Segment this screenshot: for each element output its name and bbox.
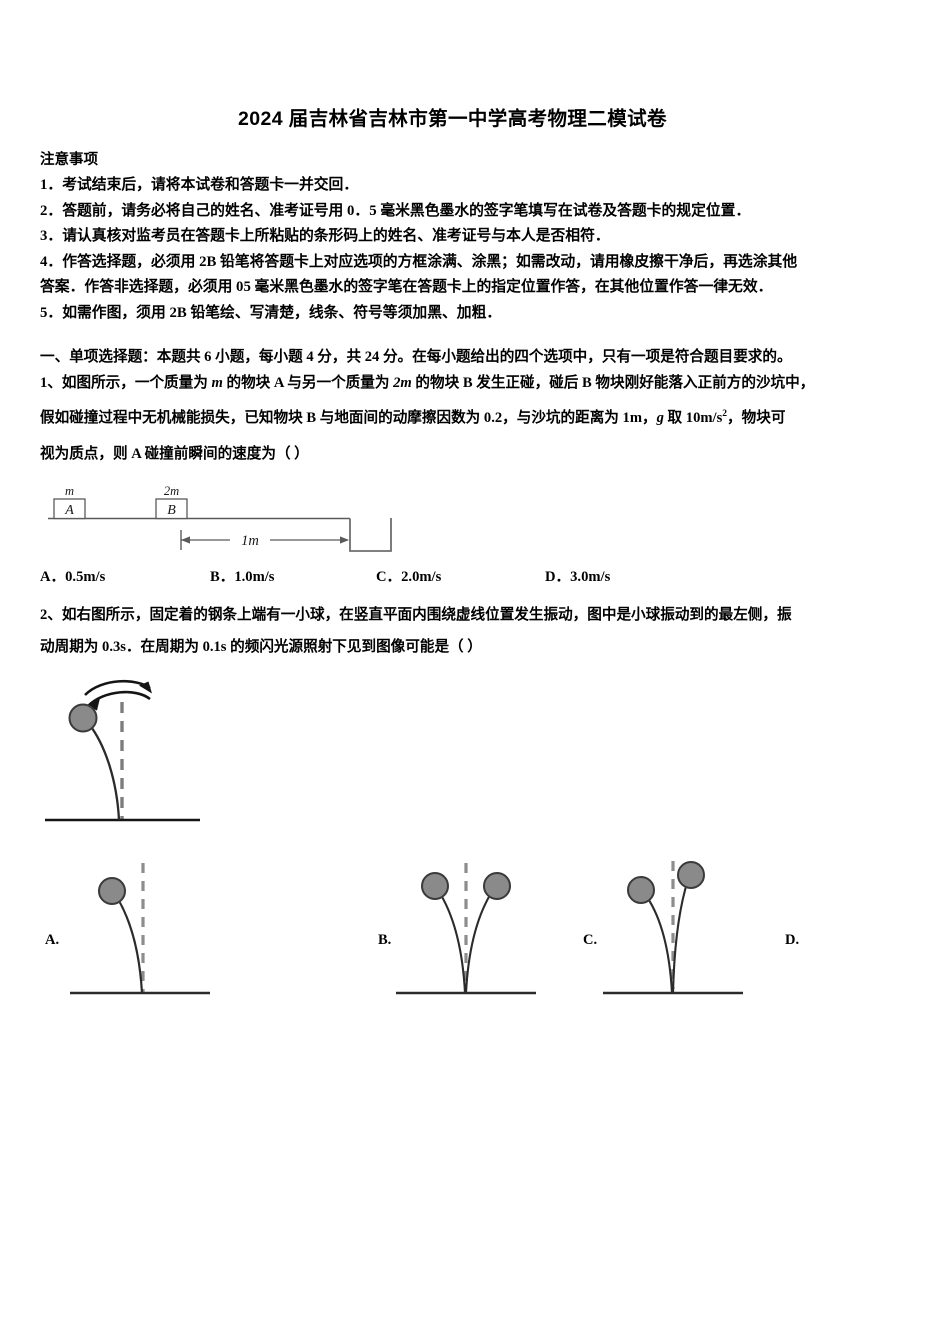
q1-option-b[interactable]: B．1.0m/s (210, 569, 275, 585)
q1-l2-part-c: ，物块可 (727, 409, 786, 426)
q1-option-d[interactable]: D．3.0m/s (545, 569, 611, 585)
page-title: 2024 届吉林省吉林市第一中学高考物理二模试卷 (238, 108, 667, 130)
option-d-diagram (785, 855, 905, 1015)
q2-option-b-label[interactable]: B. (378, 932, 392, 948)
q1-l1-part-a: 1、如图所示，一个质量为 (40, 375, 212, 391)
option-a-rod (117, 898, 144, 994)
q1-l2-exponent: 2 (722, 409, 728, 419)
oscillation-arrow-right (139, 681, 152, 694)
option-b-ball-left (421, 872, 449, 900)
section-heading: 一、单项选择题：本题共 6 小题，每小题 4 分，共 24 分。在每小题给出的四… (40, 349, 792, 365)
option-c-ball-right (677, 861, 705, 889)
notices-heading: 注意事项 (40, 152, 98, 168)
question-1-text: 1、如图所示，一个质量为 m 的物块 A 与另一个质量为 2m 的物块 B 发生… (40, 370, 930, 472)
question-1-line-3: 视为质点，则 A 碰撞前瞬间的速度为（ ） (40, 445, 309, 462)
distance-label: 1m (241, 533, 259, 549)
question-2-line-1: 2、如右图所示，固定着的钢条上端有一小球，在竖直平面内围绕虚线位置发生振动，图中… (40, 607, 792, 623)
dimension-arrow-left (181, 536, 190, 544)
q1-l2-part-a: 假如碰撞过程中无机械能损失，已知物块 B 与地面间的动摩擦因数为 0.2，与沙坑… (40, 409, 657, 426)
blocks-and-pit-diagram: A m B 2m 1m (48, 484, 392, 552)
q2-option-d-figure[interactable] (785, 855, 905, 1020)
notice-item-5: 5．如需作图，须用 2B 铅笔绘、写清楚，线条、符号等须加黑、加粗． (40, 304, 502, 321)
option-b-rod-left (440, 894, 467, 994)
question-1-options: A．0.5m/s B．1.0m/s C．2.0m/s D．3.0m/s (40, 565, 740, 587)
question-1-line-2: 假如碰撞过程中无机械能损失，已知物块 B 与地面间的动摩擦因数为 0.2，与沙坑… (40, 396, 930, 436)
question-2-text: 2、如右图所示，固定着的钢条上端有一小球，在竖直平面内围绕虚线位置发生振动，图中… (40, 602, 935, 666)
q2-option-b-figure[interactable] (378, 855, 553, 1020)
vibrating-rod-diagram (45, 679, 200, 822)
sand-pit-outline (349, 518, 392, 552)
block-b-mass-label: 2m (164, 484, 179, 498)
q1-gravity-symbol: g (656, 409, 664, 426)
option-b-rod-right (464, 894, 491, 994)
notice-item-4-cont: 答案．作答非选择题，必须用 05 毫米黑色墨水的签字笔在答题卡上的指定位置作答，… (40, 279, 773, 295)
block-a-mass-label: m (65, 484, 74, 498)
oscillation-arc-lower (87, 690, 151, 707)
option-a-ball (98, 877, 126, 905)
q1-option-c[interactable]: C．2.0m/s (376, 569, 442, 585)
question-2-line-2: 动周期为 0.3s．在周期为 0.1s 的频闪光源照射下见到图像可能是（ ） (40, 639, 482, 655)
notice-item-1: 1．考试结束后，请将本试卷和答题卡一并交回． (40, 177, 359, 193)
q2-option-c-figure[interactable] (583, 855, 758, 1020)
steel-rod (88, 723, 121, 821)
block-a-box (53, 498, 86, 520)
question-1-line-1: 1、如图所示，一个质量为 m 的物块 A 与另一个质量为 2m 的物块 B 发生… (40, 370, 930, 396)
option-c-rod-left (646, 896, 674, 994)
dimension-arrow-right (340, 536, 349, 544)
q2-option-c-label[interactable]: C. (583, 932, 598, 948)
option-b-ball-right (483, 872, 511, 900)
block-b-label: B (167, 503, 176, 518)
question-2-main-figure (40, 662, 250, 847)
q2-option-d-label[interactable]: D. (785, 932, 800, 948)
question-2-option-figures: A. B. C. (0, 855, 950, 1035)
option-c-rod-right (671, 882, 689, 994)
q2-option-a-label[interactable]: A. (45, 932, 60, 948)
notice-item-4: 4．作答选择题，必须用 2B 铅笔将答题卡上对应选项的方框涂满、涂黑；如需改动，… (40, 253, 798, 270)
q1-l1-part-b: 的物块 A 与另一个质量为 (222, 375, 394, 391)
ball (68, 703, 98, 733)
q1-l1-part-c: 的物块 B 发生正碰，碰后 B 物块刚好能落入正前方的沙坑中， (411, 375, 815, 391)
notices-section: 注意事项 1．考试结束后，请将本试卷和答题卡一并交回． 2．答题前，请务必将自己… (40, 148, 920, 326)
block-b-box (155, 498, 188, 520)
q1-option-a[interactable]: A．0.5m/s (40, 569, 106, 585)
option-b-diagram (396, 863, 536, 995)
notice-item-2: 2．答题前，请务必将自己的姓名、准考证号用 0．5 毫米黑色墨水的签字笔填写在试… (40, 202, 751, 219)
q2-option-a-figure[interactable] (45, 855, 220, 1020)
notice-item-3: 3．请认真核对监考员在答题卡上所粘贴的条形码上的姓名、准考证号与本人是否相符． (40, 228, 610, 244)
option-a-diagram (70, 863, 210, 995)
q1-mass-2m: 2m (393, 375, 412, 391)
block-a-label: A (64, 503, 74, 518)
q1-l2-part-b: 取 10m/s (663, 409, 723, 426)
option-c-diagram (603, 861, 743, 995)
option-c-ball-left (627, 876, 655, 904)
question-1-figure: A m B 2m 1m (40, 478, 460, 558)
q1-mass-m: m (211, 375, 223, 391)
